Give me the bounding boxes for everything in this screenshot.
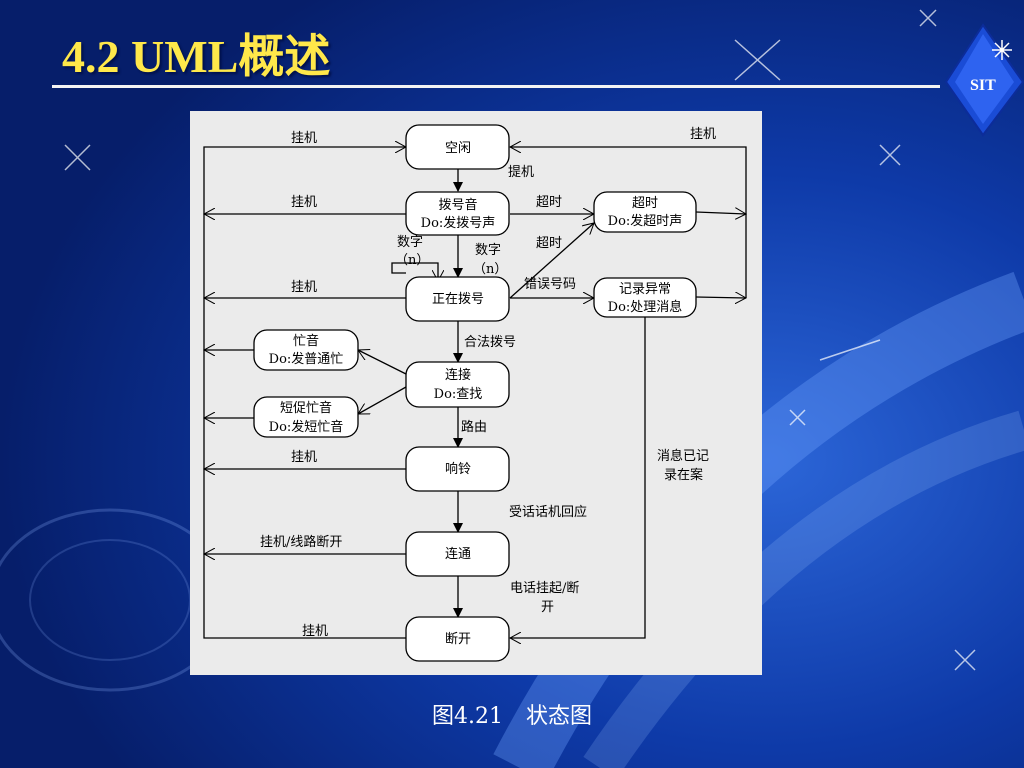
transition-digit-self [391, 262, 438, 281]
logo-text: SIT [970, 77, 996, 94]
transition-hangup-idle [203, 147, 406, 639]
state-error-activity: Do:处理消息 [608, 299, 683, 315]
state-dial-tone [405, 191, 510, 236]
label-hangup-right: 挂机 [690, 127, 716, 142]
label-invalid: 错误号码 [524, 277, 576, 292]
figure-caption: 图4.21 状态图 [0, 698, 1024, 730]
state-dialing-name: 正在拨号 [432, 292, 484, 307]
state-busy-activity: Do:发普通忙 [269, 351, 344, 367]
label-hangup-dialing: 挂机 [291, 280, 317, 295]
label-lift: 提机 [508, 164, 534, 180]
state-diagram: 空闲 拨号音 Do:发拨号声 超时 Do:发超时声 正在拨号 记录异常 Do:处… [190, 124, 762, 662]
label-timeout-1: 超时 [536, 195, 562, 210]
label-routed: 路由 [461, 419, 487, 435]
state-dial-tone-activity: Do:发拨号声 [421, 215, 496, 231]
label-timeout-2: 超时 [536, 236, 562, 251]
label-logged-2: 录在案 [664, 468, 703, 483]
label-hangup-dial-tone: 挂机 [291, 195, 317, 210]
sit-logo [944, 23, 1024, 137]
state-idle-name: 空闲 [445, 141, 471, 156]
transition-timeout-exit [695, 212, 746, 214]
label-hangup-disconnected: 挂机 [302, 624, 328, 639]
state-timeout-name: 超时 [632, 196, 658, 211]
state-idle [405, 124, 510, 170]
label-answered: 受话话机回应 [509, 504, 587, 520]
label-logged-1: 消息已记 [657, 448, 709, 464]
state-busy [253, 329, 359, 371]
state-connecting-activity: Do:查找 [434, 387, 483, 402]
state-connecting [405, 361, 510, 408]
transition-error-exit [695, 297, 746, 298]
transition-logged [510, 317, 646, 638]
state-timeout-activity: Do:发超时声 [608, 213, 683, 229]
state-ringing-name: 响铃 [445, 461, 471, 477]
figure-title: 状态图 [525, 704, 592, 729]
transition-timeout-2 [509, 223, 594, 299]
slide-title: 4.2 UML概述 [62, 31, 331, 82]
state-fast-busy [253, 396, 359, 438]
state-timeout [593, 191, 697, 233]
label-digit-2: （n） [473, 262, 507, 277]
label-digit-1: 数字 [475, 243, 501, 258]
state-dialing [405, 276, 510, 322]
label-callee-1: 电话挂起/断 [510, 581, 579, 596]
figure-number: 图4.21 [431, 704, 503, 729]
label-hangup-idle: 挂机 [291, 131, 317, 146]
state-connecting-name: 连接 [445, 367, 471, 383]
label-callee-2: 开 [541, 600, 554, 615]
label-digit-self-1: 数字 [397, 235, 423, 250]
label-valid: 合法拨号 [464, 335, 516, 350]
state-fast-busy-name: 短促忙音 [280, 400, 332, 416]
transition-to-fast-busy [358, 386, 407, 415]
state-error-name: 记录异常 [619, 282, 671, 297]
state-error [593, 277, 697, 318]
label-hangup-line: 挂机/线路断开 [260, 534, 342, 550]
state-connected-name: 连通 [445, 546, 471, 562]
transition-to-busy [358, 350, 407, 375]
label-hangup-ringing: 挂机 [291, 450, 317, 465]
state-disconnected [405, 616, 510, 662]
state-busy-name: 忙音 [293, 333, 319, 349]
title-underline [52, 85, 940, 88]
state-ringing [405, 446, 510, 492]
transition-hangup-right [510, 147, 747, 298]
label-digit-self-2: （n） [395, 253, 429, 268]
state-fast-busy-activity: Do:发短忙音 [269, 419, 344, 435]
state-disconnected-name: 断开 [445, 632, 471, 647]
state-connected [405, 531, 510, 577]
state-dial-tone-name: 拨号音 [438, 197, 477, 213]
